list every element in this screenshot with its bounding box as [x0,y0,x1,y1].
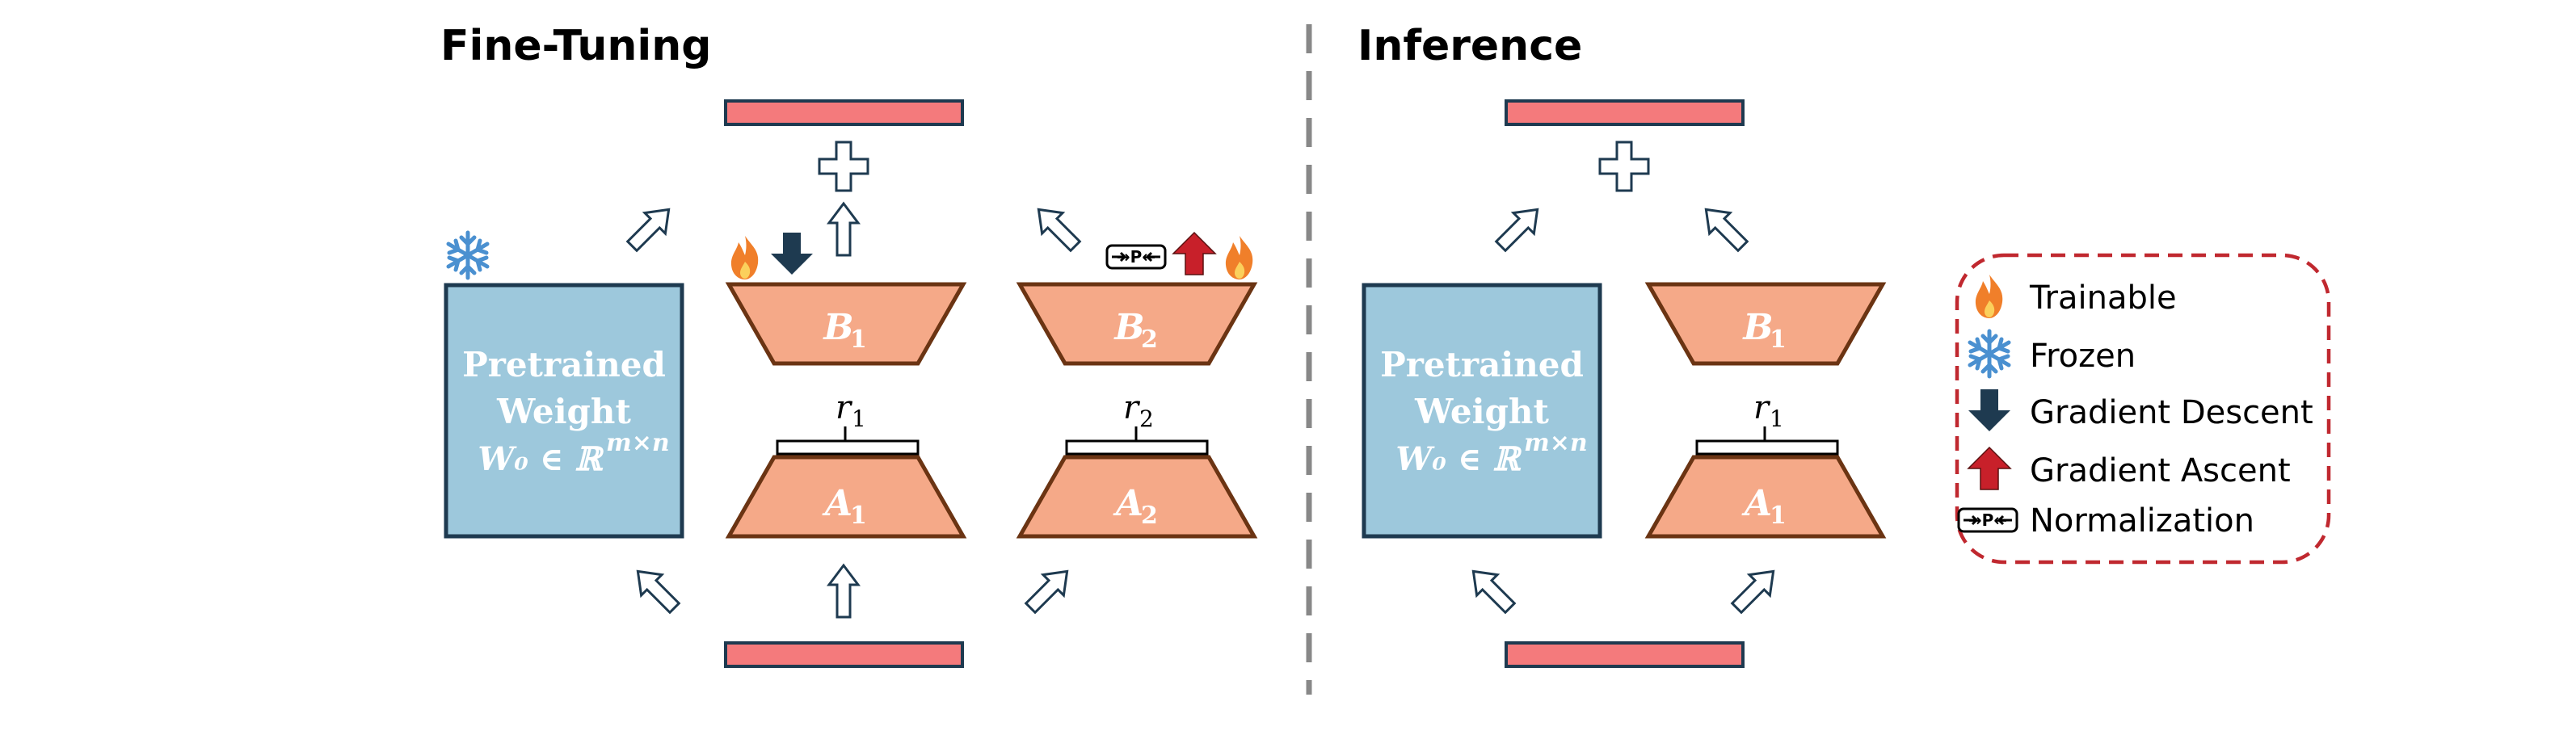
pretrained-math-sup: m×n [606,429,670,457]
a1-label: A [822,483,852,524]
r2-sub: 2 [1139,405,1154,432]
flame-icon [1225,236,1253,279]
legend-box [1955,253,2331,565]
legend-label-frozen: Frozen [2030,338,2136,375]
down-arrow-icon [1968,389,2010,431]
inference-title: Inference [1357,22,1582,70]
r1-label: r [836,389,853,426]
pretrained-weight-box [1362,283,1602,539]
hollow-arrow-diagonal-icon [621,198,680,258]
hollow-arrow-up-icon [827,564,860,619]
output-bar [1505,99,1745,126]
input-bar [724,641,964,668]
pretrained-label-line1: Pretrained [462,345,666,384]
b1-label: B [1741,307,1773,348]
snowflake-icon [1970,331,2009,376]
r1-sub: 1 [1770,405,1784,432]
legend-label-gradient-ascent: Gradient Ascent [2030,452,2291,489]
r2-label: r [1123,389,1141,426]
hollow-arrow-diagonal-icon [1027,198,1087,258]
pretrained-math: W₀ ∈ ℝ [478,440,604,478]
a1-label: A [1741,483,1772,524]
a2-module [1016,455,1258,539]
legend-label-trainable: Trainable [2029,279,2177,317]
normalization-icon: →P← [1957,507,2018,533]
hollow-arrow-up-icon [827,202,860,257]
plus-icon [818,141,869,192]
hollow-arrow-diagonal-icon [1694,198,1754,258]
r1-bar [1695,439,1839,456]
pretrained-label-line1: Pretrained [1380,345,1584,384]
a1-sub: 1 [1770,502,1787,530]
pretrained-weight-box [444,283,684,539]
up-arrow-icon [1968,447,2011,490]
hollow-arrow-diagonal-icon [1019,560,1079,620]
input-bar [1505,641,1745,668]
svg-text:→P←: →P← [1968,510,2007,530]
a2-sub: 2 [1141,502,1158,530]
up-arrow-icon [1172,232,1216,275]
a1-module [725,455,967,539]
b2-label: B [1113,307,1144,348]
hollow-arrow-diagonal-icon [1725,560,1785,620]
hollow-arrow-diagonal-icon [1489,198,1549,258]
legend-label-gradient-descent: Gradient Descent [2030,394,2313,431]
hollow-arrow-diagonal-icon [1462,560,1522,620]
flame-icon [1975,275,2003,318]
pretrained-label-line2: Weight [1414,392,1549,431]
b1-label: B [822,307,853,348]
legend-label-normalization: Normalization [2030,502,2254,540]
plus-icon [1598,141,1650,192]
b1-sub: 1 [1770,326,1787,354]
r1-bar [776,439,920,456]
hollow-arrow-diagonal-icon [626,560,686,620]
output-bar [724,99,964,126]
b1-module [1644,282,1887,366]
r2-bar [1065,439,1209,456]
snowflake-icon [448,233,487,278]
b2-sub: 2 [1141,326,1158,354]
pretrained-math: W₀ ∈ ℝ [1395,440,1522,478]
pretrained-math-sup: m×n [1524,429,1588,457]
down-arrow-icon [771,233,813,275]
fine-tuning-title: Fine-Tuning [440,22,711,70]
r1-label: r [1753,389,1771,426]
a2-label: A [1113,483,1143,524]
svg-text:→P←: →P← [1117,247,1155,267]
b1-sub: 1 [850,326,867,354]
a1-module [1644,455,1887,539]
b1-module [725,282,967,366]
r1-sub: 1 [852,405,866,432]
a1-sub: 1 [850,502,867,530]
flame-icon [730,236,759,279]
normalization-icon: →P← [1105,244,1167,270]
b2-module [1016,282,1258,366]
pretrained-label-line2: Weight [496,392,631,431]
